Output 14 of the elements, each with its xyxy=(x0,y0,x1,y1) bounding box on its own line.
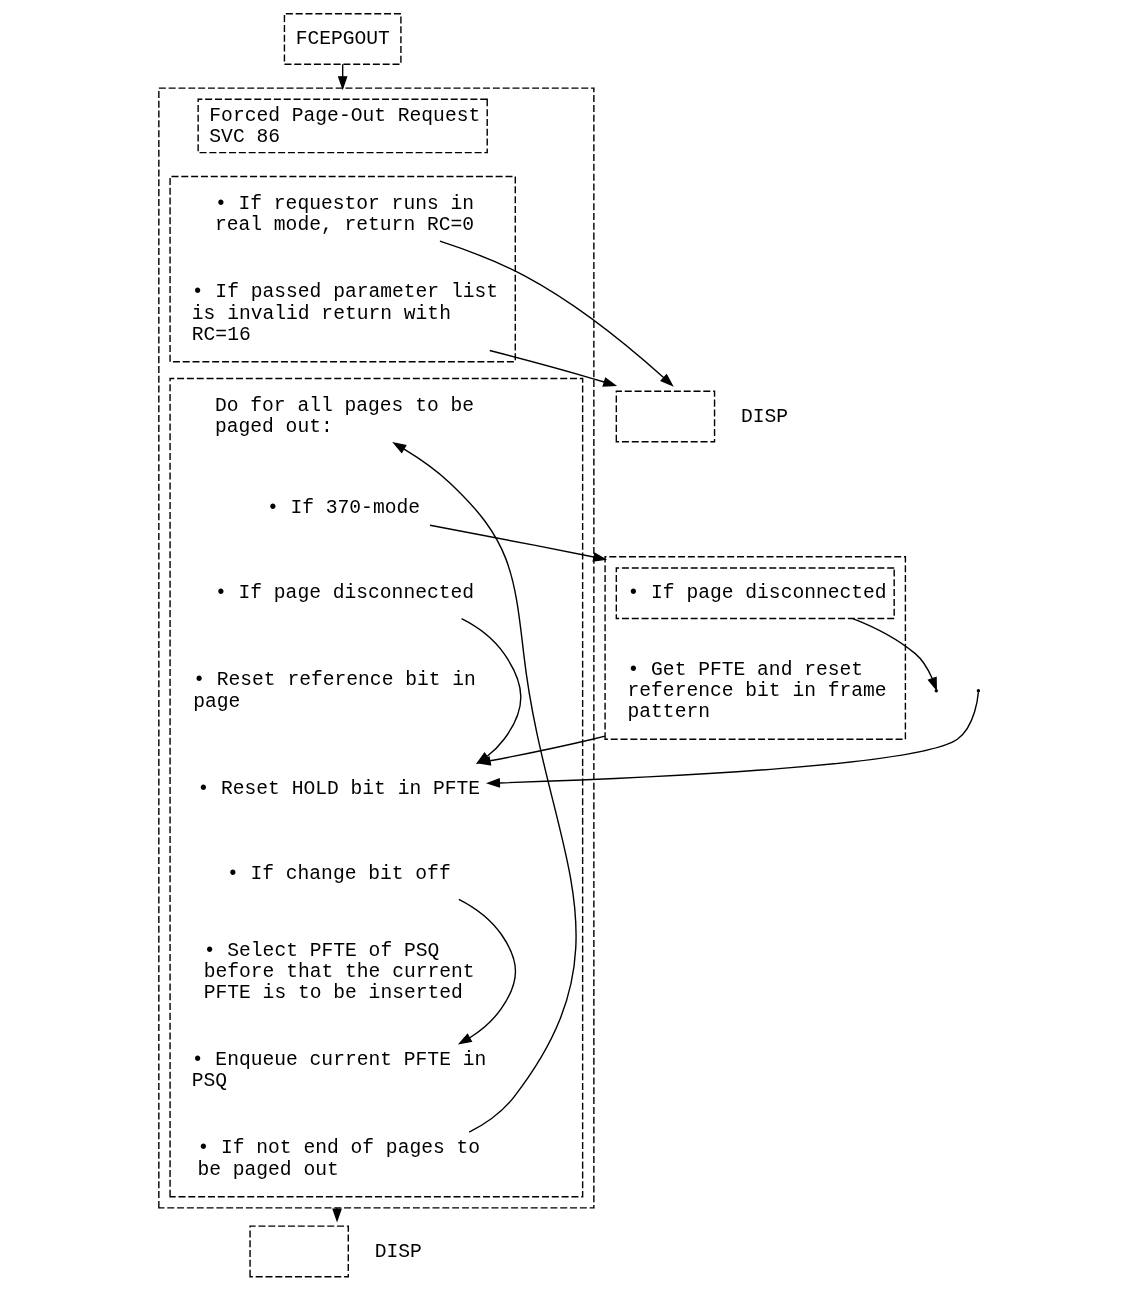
node-text: • If 370-mode xyxy=(266,496,420,519)
node-text: Do for all pages to be paged out: xyxy=(214,395,474,439)
node-label: DISP xyxy=(740,405,788,428)
node-text: • Reset reference bit in page xyxy=(192,669,476,713)
node-text: • If page disconnected xyxy=(214,582,474,605)
node-text: • Get PFTE and reset reference bit in frame pattern xyxy=(627,658,887,724)
node-text: • Select PFTE of PSQ before that the current PFTE is to be inserted xyxy=(203,939,475,1004)
node-text: • Enqueue current PFTE in PSQ xyxy=(191,1049,486,1093)
node-text: • Reset HOLD bit in PFTE xyxy=(196,777,480,800)
node-text: • If requestor runs in real mode, return RC=0 xyxy=(214,193,474,237)
node-text: • If change bit off xyxy=(226,863,451,886)
node-text: • If passed parameter list is invalid return with RC=16 xyxy=(191,281,498,346)
node-label: DISP xyxy=(374,1240,422,1263)
node-text: • If not end of pages to be paged out xyxy=(196,1137,480,1181)
